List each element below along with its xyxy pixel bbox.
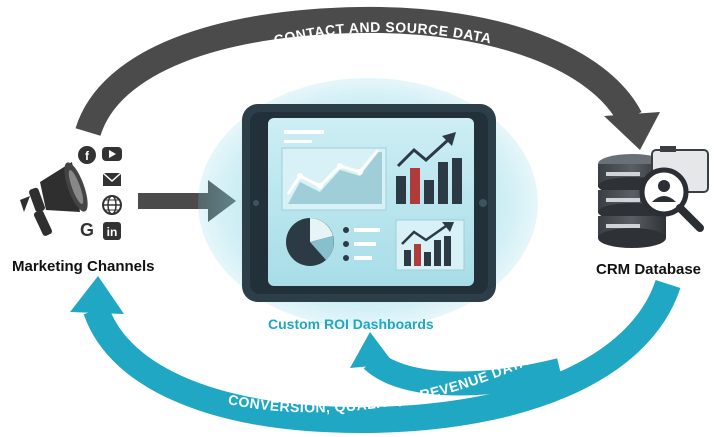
google-icon: G xyxy=(80,220,94,240)
magnifier-user-icon xyxy=(639,146,709,232)
crm-database-label: CRM Database xyxy=(596,261,702,278)
svg-text:in: in xyxy=(107,225,118,239)
bottom-flow-arrowhead-left xyxy=(70,276,124,314)
linkedin-icon: in xyxy=(103,222,121,240)
facebook-icon: f xyxy=(78,146,96,164)
email-icon xyxy=(102,172,122,186)
top-flow-arrow: CONTACT AND SOURCE DATA xyxy=(75,6,660,150)
svg-text:f: f xyxy=(85,149,90,163)
globe-icon xyxy=(102,195,122,215)
marketing-channels-label: Marketing Channels xyxy=(12,258,155,275)
svg-text:G: G xyxy=(80,220,94,240)
bar-chart-panel xyxy=(396,132,462,204)
line-chart-panel xyxy=(281,147,387,211)
megaphone-icon xyxy=(20,162,88,236)
crm-database-node xyxy=(598,146,709,248)
pie-chart-panel xyxy=(286,218,380,266)
dashboard-node xyxy=(198,78,538,328)
combo-chart-panel xyxy=(395,219,465,271)
marketing-channels-node: f G in xyxy=(20,146,122,240)
bottom-flow-arrowhead-dashboard xyxy=(350,332,394,368)
top-flow-arrowhead xyxy=(604,112,660,150)
dashboard-label: Custom ROI Dashboards xyxy=(268,316,434,332)
youtube-icon xyxy=(102,147,122,161)
